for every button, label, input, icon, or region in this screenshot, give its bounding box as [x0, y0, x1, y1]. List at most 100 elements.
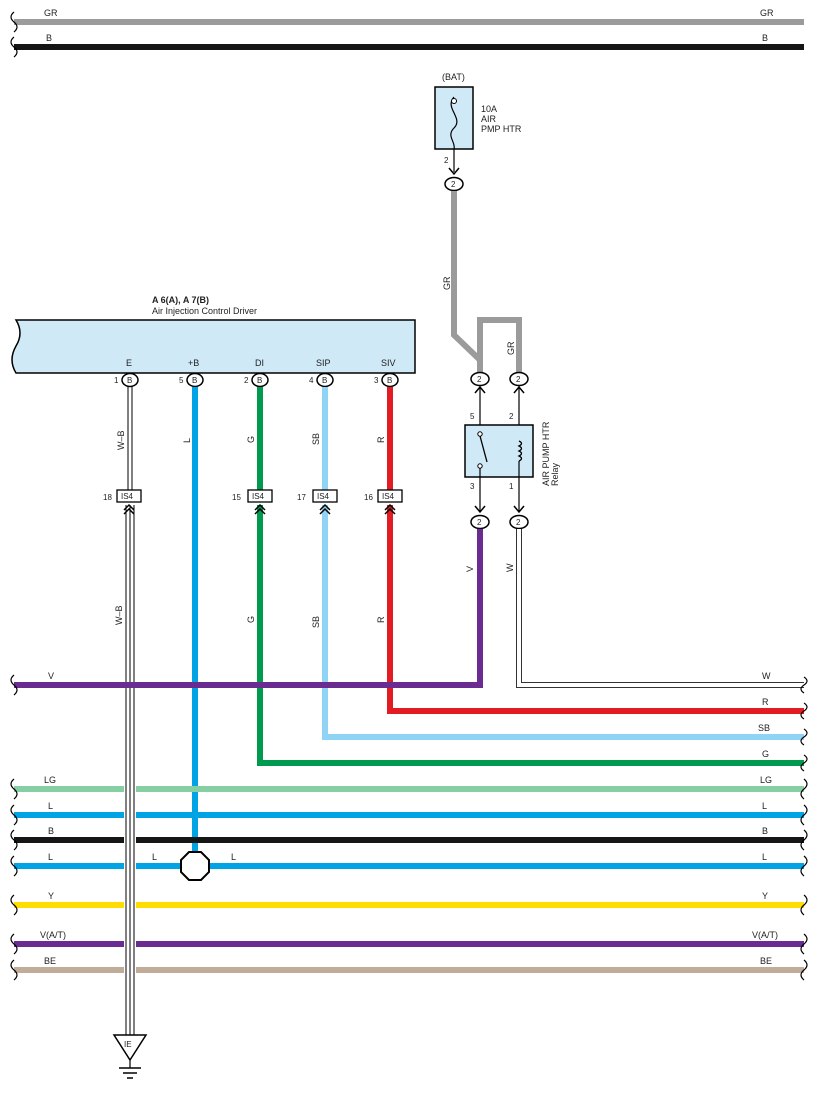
relay-conn-bl: 2 — [477, 518, 482, 527]
wire-sb-label-upper: SB — [311, 433, 321, 445]
wire-wb-label-lower: W–B — [114, 605, 124, 625]
relay-conn-br: 2 — [516, 518, 521, 527]
wire-w-relay: W W — [505, 529, 804, 688]
junction-is4-16: 16 IS4 — [364, 489, 403, 515]
fuse-pin: 2 — [444, 156, 449, 165]
bus-l1-label-left: L — [48, 801, 53, 811]
bus-top-gr-label-right: GR — [760, 8, 774, 18]
bus-y: Y Y — [10, 891, 808, 916]
ecu-pin-sip: SIP 4 B — [309, 358, 334, 388]
wire-gr-label-fuse: GR — [442, 276, 452, 290]
ecu-pin-e-conn: B — [127, 376, 132, 385]
wire-sb-label-lower: SB — [311, 616, 321, 628]
ecu-pin-siv-label: SIV — [381, 358, 396, 368]
bus-l1: L L — [10, 801, 808, 826]
bus-l2-label-mid-b: L — [231, 852, 236, 862]
wire-r-label-upper: R — [376, 436, 386, 443]
ground-ie: IE — [112, 1034, 148, 1079]
relay-name-line1: AIR PUMP HTR — [541, 421, 551, 486]
bus-v: V — [10, 671, 483, 696]
wire-l-label: L — [182, 438, 192, 443]
bus-r-label: R — [762, 697, 769, 707]
fuse-source: (BAT) — [442, 72, 465, 82]
ecu-pin-sip-number: 4 — [309, 376, 314, 385]
relay-pin-bl: 3 — [470, 482, 475, 491]
junction-15-pin: 15 — [232, 493, 241, 502]
bus-l2-label-mid-a: L — [152, 852, 157, 862]
bus-be: BE BE — [10, 956, 808, 981]
relay-air-pump-htr: 2 2 5 2 AIR PUMP HTR Relay 3 1 2 2 — [464, 371, 560, 530]
ecu-code: A 6(A), A 7(B) — [152, 295, 209, 305]
relay-pin-tr: 2 — [509, 412, 514, 421]
bus-top-b: B B — [10, 33, 804, 58]
bus-v-at: V(A/T) V(A/T) — [10, 930, 808, 955]
junction-17-label: IS4 — [317, 492, 330, 501]
relay-name-line2: Relay — [550, 462, 560, 486]
fuse-name-line2: PMP HTR — [481, 124, 522, 134]
ecu-pin-siv-conn: B — [387, 376, 392, 385]
bus-be-label-right: BE — [760, 956, 772, 966]
ecu-pin-sip-conn: B — [322, 376, 327, 385]
wire-g-label-upper: G — [246, 436, 256, 443]
wire-gr-label-relay: GR — [506, 341, 516, 355]
ecu-pin-siv: SIV 3 B — [374, 358, 399, 388]
bus-w-label: W — [762, 671, 771, 681]
relay-pin-tl: 5 — [470, 412, 475, 421]
ecu-pin-di: DI 2 B — [244, 358, 269, 388]
bus-y-label-left: Y — [48, 891, 54, 901]
ecu-pin-plus-b-number: 5 — [179, 376, 184, 385]
junction-16-pin: 16 — [364, 493, 373, 502]
ecu-pin-siv-number: 3 — [374, 376, 379, 385]
fuse-air-pmp-htr: (BAT) 10A AIR PMP HTR 2 2 — [434, 72, 522, 192]
wire-g-label-lower: G — [246, 616, 256, 623]
bus-y-label-right: Y — [762, 891, 768, 901]
ecu-pin-plus-b-label: +B — [188, 358, 199, 368]
bus-b: B B — [10, 826, 808, 851]
bus-b-label-left: B — [48, 826, 54, 836]
junction-is4-15: 15 IS4 — [232, 489, 273, 515]
fuse-connector: 2 — [451, 180, 456, 189]
bus-g-label: G — [762, 749, 769, 759]
fuse-rating: 10A — [481, 104, 497, 114]
bus-v-label: V — [48, 671, 54, 681]
bus-l2-label-left: L — [48, 852, 53, 862]
wire-wb-crossing — [124, 780, 136, 980]
wire-sb-sip: SB SB SB — [311, 387, 804, 740]
splice-point — [180, 851, 210, 881]
wire-v-relay: V — [465, 529, 483, 685]
bus-top-b-label-right: B — [762, 33, 768, 43]
ecu-name: Air Injection Control Driver — [152, 306, 257, 316]
ecu-pin-e-number: 1 — [114, 376, 119, 385]
bus-lg-label-right: LG — [760, 775, 772, 785]
junction-15-label: IS4 — [252, 492, 265, 501]
junction-is4-18: 18 IS4 — [103, 489, 142, 515]
junction-18-pin: 18 — [103, 493, 112, 502]
bus-lg-label-left: LG — [44, 775, 56, 785]
relay-pin-br: 1 — [509, 482, 514, 491]
bus-sb-label: SB — [758, 723, 770, 733]
junction-18-label: IS4 — [121, 492, 134, 501]
ecu-pin-di-number: 2 — [244, 376, 249, 385]
bus-v-at-label-right: V(A/T) — [752, 930, 778, 940]
wire-r-label-lower: R — [376, 616, 386, 623]
ecu-pin-e: E 1 B — [114, 358, 139, 388]
bus-b-label-right: B — [762, 826, 768, 836]
ecu-pin-sip-label: SIP — [316, 358, 331, 368]
wire-v-label: V — [465, 566, 475, 572]
bus-lg: LG LG — [10, 775, 808, 800]
bus-top-b-label-left: B — [46, 33, 52, 43]
wire-w-label: W — [505, 563, 515, 572]
wire-g-di: G G G — [246, 387, 804, 766]
ecu-pin-plus-b: +B 5 B — [179, 358, 204, 388]
junction-is4-17: 17 IS4 — [297, 489, 338, 515]
wire-l-plus-b: L — [182, 387, 198, 852]
ground-label: IE — [124, 1040, 132, 1049]
ecu-air-injection-control-driver: A 6(A), A 7(B) Air Injection Control Dri… — [11, 295, 416, 374]
bus-l2: L L L L — [10, 852, 808, 877]
bus-top-gr: GR GR — [10, 8, 804, 33]
bus-v-at-label-left: V(A/T) — [40, 930, 66, 940]
ecu-pin-e-label: E — [126, 358, 132, 368]
junction-17-pin: 17 — [297, 493, 306, 502]
